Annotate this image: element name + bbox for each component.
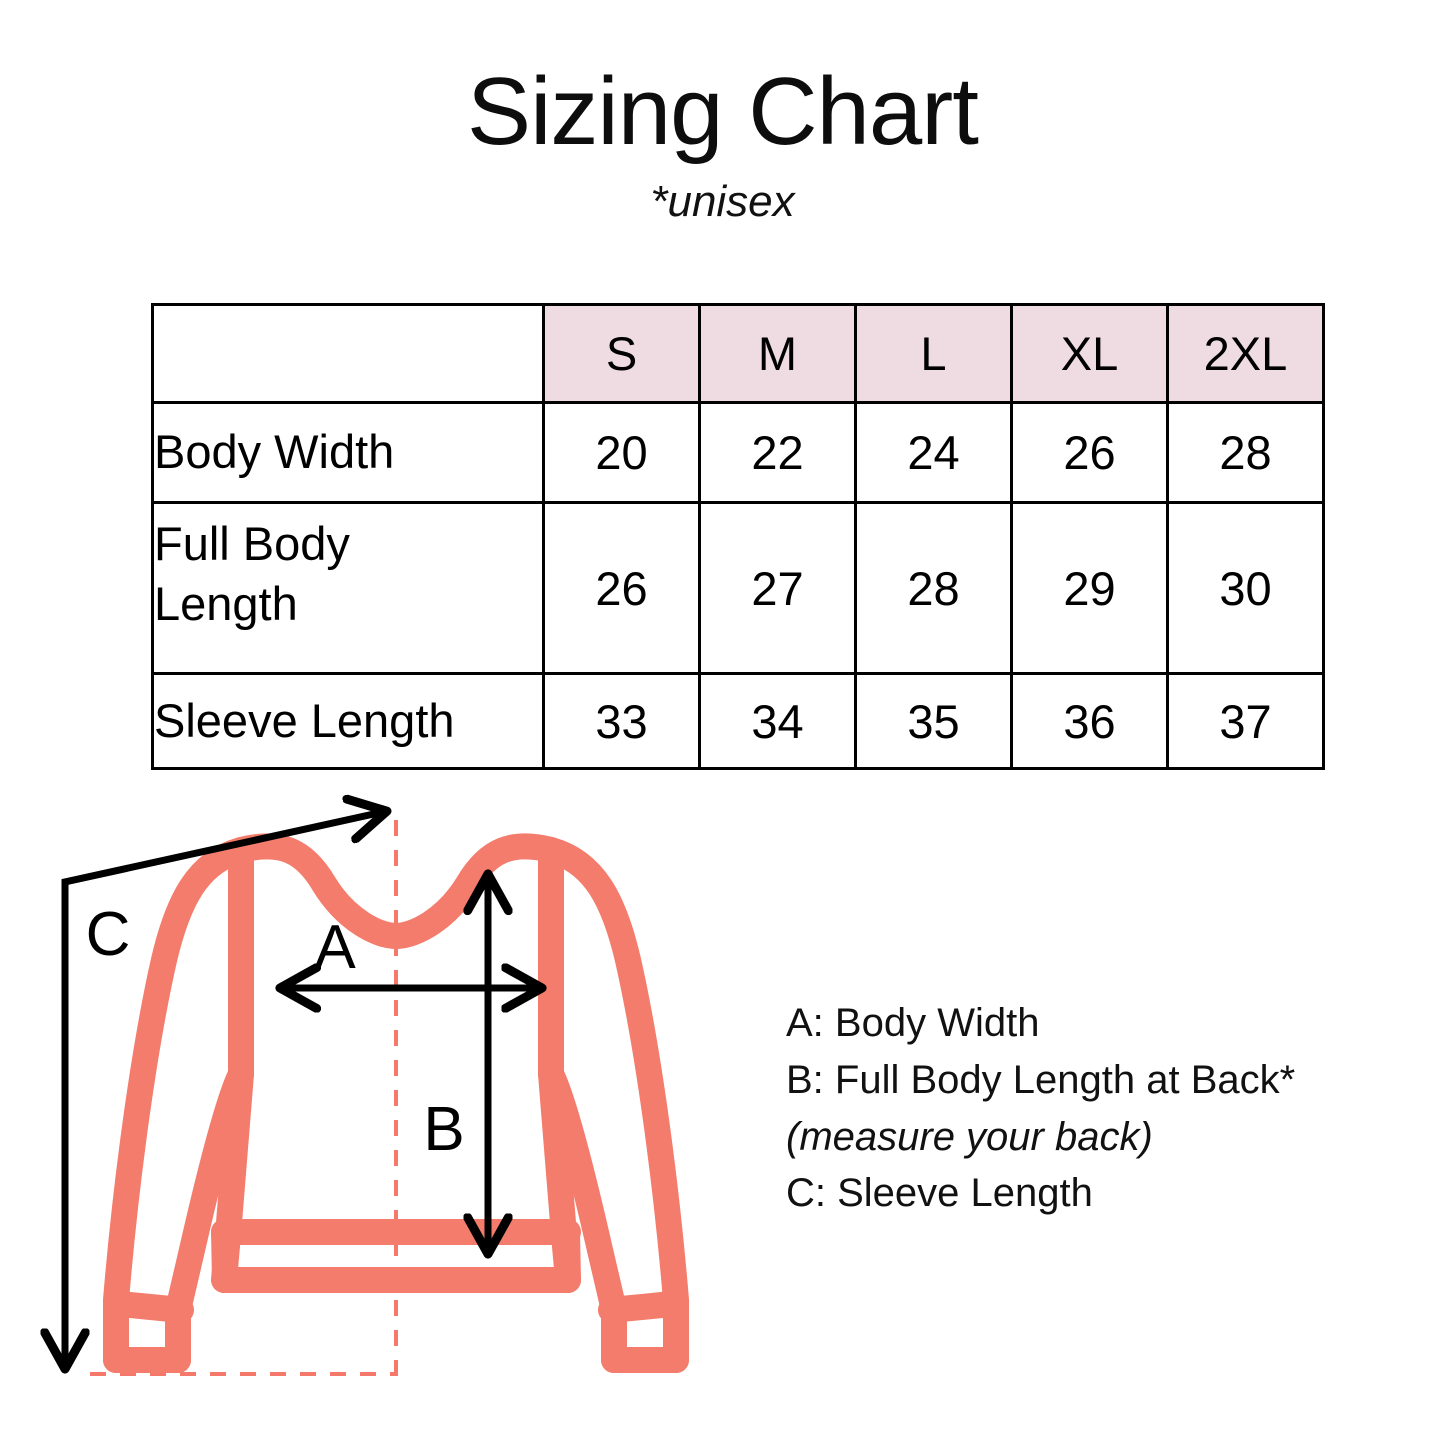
sweater-right-sleeve-outer	[538, 837, 689, 1373]
sweater-left-cuff-top	[107, 1291, 194, 1323]
cell-sleeve-length-l: 35	[854, 672, 1013, 770]
size-table-container: S M L XL 2XL Body Width 20 22 24 26 28 F…	[151, 303, 1325, 770]
legend-line-b-note: (measure your back)	[786, 1114, 1153, 1159]
cell-full-body-length-l: 28	[854, 501, 1013, 675]
header-size-m: M	[698, 303, 857, 404]
header-size-2xl: 2XL	[1166, 303, 1325, 404]
header-blank-cell	[151, 303, 545, 404]
cell-full-body-length-m: 27	[698, 501, 857, 675]
cell-body-width-xl: 26	[1010, 401, 1169, 504]
measurement-arrows	[65, 812, 538, 1365]
cell-sleeve-length-m: 34	[698, 672, 857, 770]
row-label-body-width: Body Width	[151, 401, 545, 504]
sweater-right-cuff-top	[598, 1291, 685, 1323]
header-size-l: L	[854, 303, 1013, 404]
cell-full-body-length-s: 26	[542, 501, 701, 675]
row-label-line-1: Full Body	[154, 517, 350, 570]
sweater-hem-right-edge	[554, 1219, 581, 1293]
row-label-sleeve-length: Sleeve Length	[151, 672, 545, 770]
cell-body-width-s: 20	[542, 401, 701, 504]
title-block: Sizing Chart *unisex	[0, 58, 1445, 227]
table-row: Body Width 20 22 24 26 28	[151, 401, 1325, 504]
label-b: B	[423, 1095, 464, 1164]
page-title: Sizing Chart	[467, 58, 979, 165]
legend-line-b: B: Full Body Length at Back*	[786, 1057, 1296, 1102]
measurement-legend: A: Body Width B: Full Body Length at Bac…	[786, 995, 1406, 1222]
cell-full-body-length-xl: 29	[1010, 501, 1169, 675]
sweater-hem-left-edge	[211, 1219, 238, 1293]
label-a: A	[314, 913, 356, 982]
arrow-c-sleeve-length	[65, 812, 383, 1365]
cell-sleeve-length-2xl: 37	[1166, 672, 1325, 770]
page-subtitle: *unisex	[650, 176, 795, 226]
guide-lines	[90, 820, 398, 1380]
table-row: Sleeve Length 33 34 35 36 37	[151, 672, 1325, 770]
legend-line-c: C: Sleeve Length	[786, 1171, 1093, 1216]
table-header-row: S M L XL 2XL	[151, 303, 1325, 404]
cell-full-body-length-2xl: 30	[1166, 501, 1325, 675]
legend-line-a: A: Body Width	[786, 1001, 1040, 1045]
cell-sleeve-length-s: 33	[542, 672, 701, 770]
measurement-diagram: A B C	[28, 780, 728, 1430]
label-c: C	[86, 900, 131, 969]
table-row: Full Body Length 26 27 28 29 30	[151, 501, 1325, 675]
row-label-line-2: Length	[154, 577, 298, 631]
sweater-right-sleeve-inner	[538, 1061, 627, 1373]
header-size-xl: XL	[1010, 303, 1169, 404]
size-table: S M L XL 2XL Body Width 20 22 24 26 28 F…	[151, 303, 1325, 770]
cell-body-width-l: 24	[854, 401, 1013, 504]
header-size-s: S	[542, 303, 701, 404]
cell-body-width-m: 22	[698, 401, 857, 504]
row-label-full-body-length: Full Body Length	[151, 501, 545, 675]
measurement-labels: A B C	[86, 900, 465, 1164]
cell-sleeve-length-xl: 36	[1010, 672, 1169, 770]
cell-body-width-2xl: 28	[1166, 401, 1325, 504]
